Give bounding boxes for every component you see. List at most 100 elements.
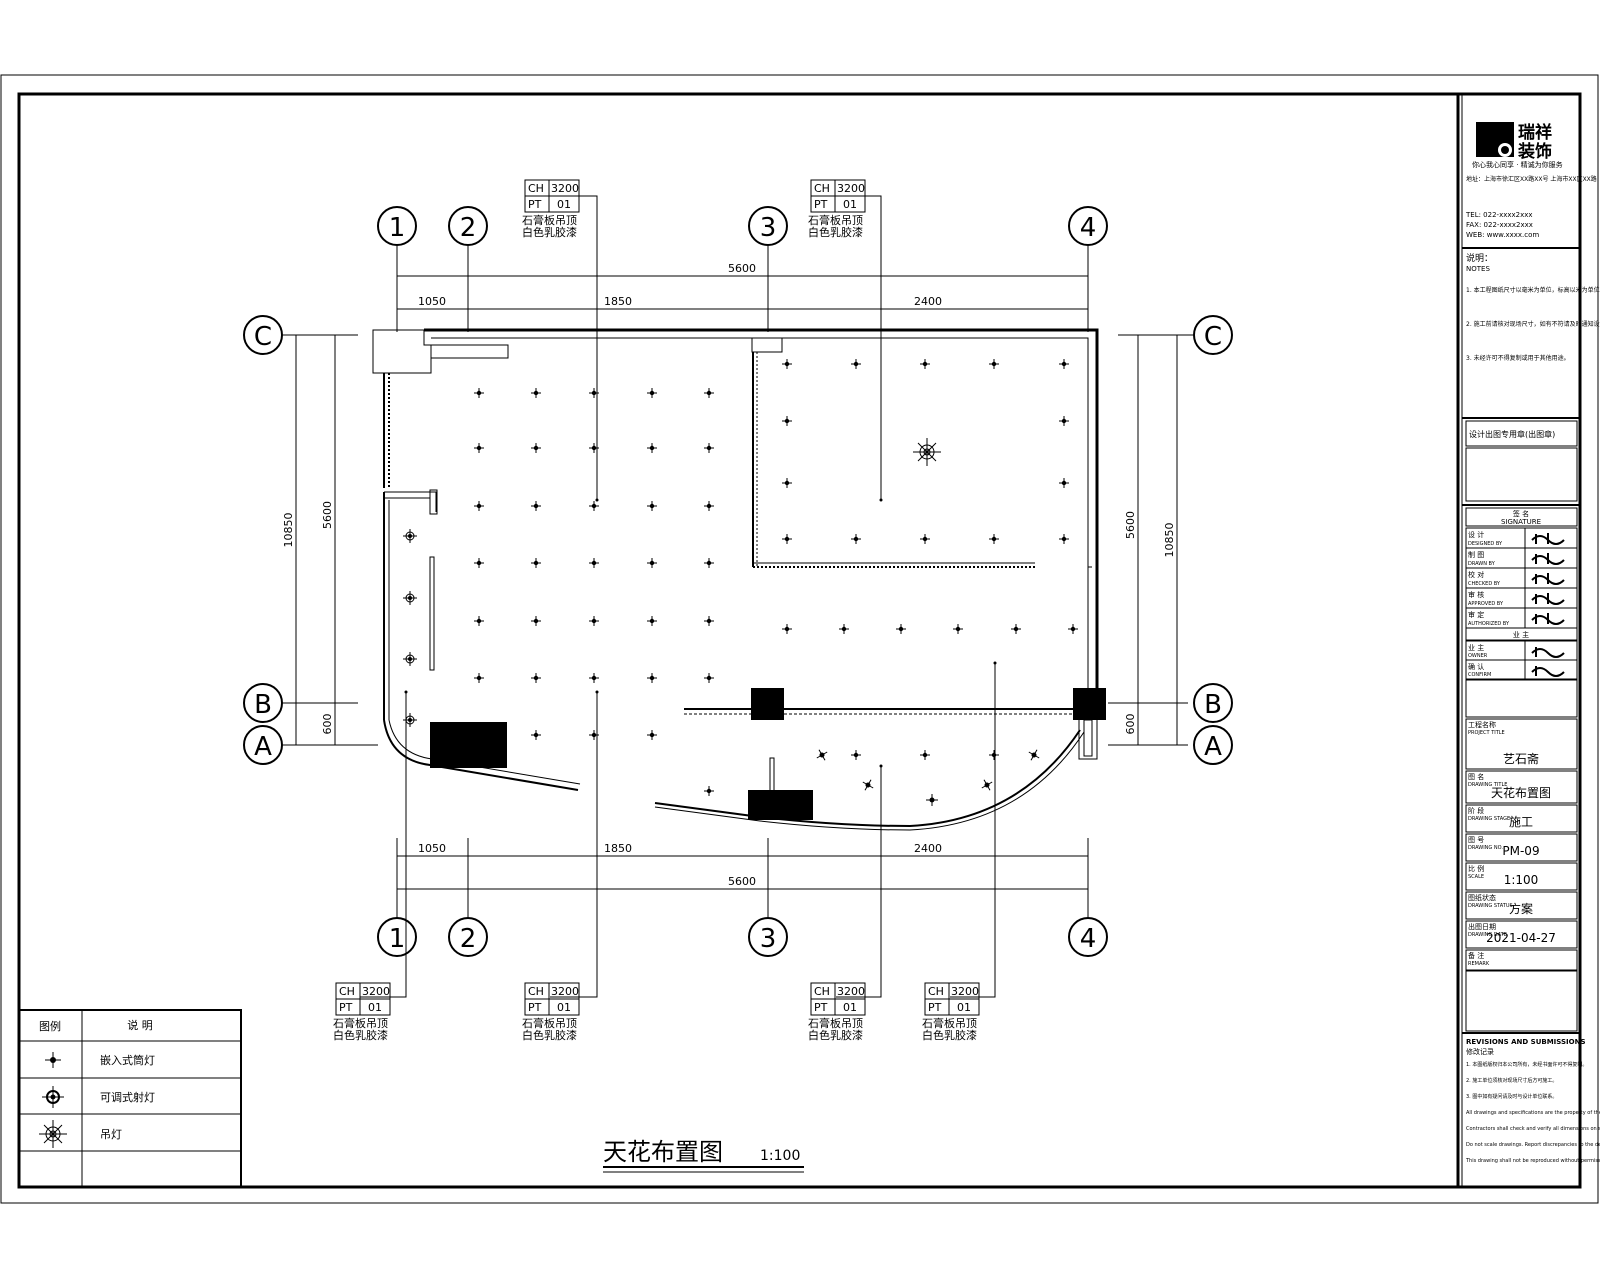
ceiling-tag-note-1: 石膏板吊顶 — [808, 213, 863, 227]
revision-line: All drawings and specifications are the … — [1466, 1110, 1600, 1116]
adjustable-spotlight-icon — [403, 713, 417, 727]
angled-spotlight-icon — [862, 779, 874, 791]
grid-bubble-bottom-3: 3 — [748, 917, 788, 957]
ceiling-tag-ch-label: CH — [928, 985, 944, 998]
owner-title: 业 主 — [1513, 630, 1529, 639]
grid-bubble-left-B: B — [243, 683, 283, 723]
right-dimensions: 5600 10850 600 — [1108, 334, 1188, 746]
ceiling-tag-ch-label: CH — [339, 985, 355, 998]
company-fax: FAX: 022-xxxx2xxx — [1466, 221, 1533, 229]
remark-box — [1465, 970, 1578, 1032]
recessed-downlight-icon — [531, 501, 541, 511]
legend-item-desc-2: 可调式射灯 — [100, 1090, 155, 1104]
solid-block-2 — [748, 790, 813, 820]
recessed-downlight-icon — [531, 558, 541, 568]
grid-bubble-top-2: 2 — [448, 206, 488, 246]
grid-bubble-right-C: C — [1193, 315, 1233, 355]
top-dimensions: 5600 1050 1850 2400 — [396, 262, 1089, 332]
ceiling-tag-note-2: 白色乳胶漆 — [808, 225, 863, 239]
legend-header-symbol: 图例 — [39, 1019, 61, 1033]
grid-bubble-left-A: A — [243, 725, 283, 765]
recessed-downlight-icon — [920, 359, 930, 369]
signature-icon — [1531, 573, 1565, 585]
solid-column-1 — [751, 688, 784, 720]
staff-role: 校 对 — [1468, 570, 1484, 579]
owner-role: 确 认 — [1468, 662, 1484, 671]
solid-block-1 — [430, 722, 507, 768]
right-inner-dim: 5600 — [1124, 511, 1137, 539]
recessed-downlight-icon — [704, 673, 714, 683]
date-value: 2021-04-27 — [1486, 931, 1556, 945]
recessed-downlight-icon — [989, 359, 999, 369]
staff-role: 制 图 — [1468, 550, 1484, 559]
svg-text:3: 3 — [760, 924, 777, 954]
date-sub: DRAWING DATE — [1468, 932, 1507, 938]
signature-icon — [1531, 613, 1565, 625]
revision-notes: 1. 本图纸版权归本公司所有，未经书面许可不得复制。2. 施工单位须核对现场尺寸… — [1465, 1061, 1600, 1164]
bottom-seg-1: 1050 — [418, 842, 446, 855]
svg-text:2: 2 — [460, 924, 477, 954]
staff-role-en: APPROVED BY — [1468, 601, 1504, 607]
ceiling-tag-note-2: 白色乳胶漆 — [522, 1028, 577, 1042]
signature-icon — [1531, 553, 1565, 565]
revisions-cn: 修改记录 — [1466, 1047, 1494, 1056]
revision-line: Contractors shall check and verify all d… — [1466, 1126, 1600, 1132]
status-title: 图纸状态 — [1468, 893, 1496, 902]
svg-text:A: A — [1204, 732, 1222, 762]
recessed-downlight-icon — [474, 616, 484, 626]
recessed-downlight-icon — [704, 786, 714, 796]
recessed-downlight-icon — [531, 730, 541, 740]
ceiling-tag-note-1: 石膏板吊顶 — [522, 213, 577, 227]
stage-sub: DRAWING STAGE — [1468, 816, 1510, 822]
recessed-downlight-icon — [782, 478, 792, 488]
recessed-downlight-icon — [647, 730, 657, 740]
curved-bottom-wall — [654, 729, 1081, 828]
signature-icon — [1531, 593, 1565, 605]
recessed-downlight-icon — [782, 534, 792, 544]
staff-sub: SIGNATURE — [1501, 518, 1541, 526]
company-tel: TEL: 022-xxxx2xxx — [1465, 211, 1533, 219]
ceiling-tag-note-1: 石膏板吊顶 — [333, 1016, 388, 1030]
staff-role-en: DESIGNED BY — [1468, 541, 1503, 547]
recessed-downlight-icon — [531, 616, 541, 626]
ceiling-tag-pt-value: 01 — [957, 1001, 971, 1014]
ceiling-tag-pt-label: PT — [528, 198, 542, 211]
legend-item-desc-3: 吊灯 — [100, 1128, 122, 1141]
ceiling-tag-ch-value: 3200 — [837, 182, 865, 195]
interior-partition — [429, 556, 435, 671]
recessed-downlight-icon — [589, 730, 599, 740]
solid-column-2 — [1073, 688, 1106, 720]
staff-role: 设 计 — [1468, 530, 1484, 539]
note-line: 3. 未经许可不得复制或用于其他用途。 — [1466, 354, 1570, 362]
signature-icon — [1531, 533, 1565, 545]
recessed-downlight-icon — [920, 750, 930, 760]
top-seg-3: 2400 — [914, 295, 942, 308]
recessed-downlight-icon — [920, 534, 930, 544]
note-line: 2. 施工前请核对现场尺寸，如有不符请及时通知设计师。 — [1466, 320, 1600, 328]
recessed-downlight-icon — [531, 443, 541, 453]
revisions-title: REVISIONS AND SUBMISSIONS — [1466, 1038, 1586, 1046]
left-small-dim: 600 — [321, 714, 334, 735]
recessed-downlight-icon — [1059, 359, 1069, 369]
staff-role-en: DRAWN BY — [1468, 561, 1496, 567]
recessed-downlight-icon — [589, 501, 599, 511]
recessed-downlight-icon — [474, 388, 484, 398]
staff-role: 审 定 — [1468, 610, 1484, 619]
svg-text:4: 4 — [1080, 213, 1097, 243]
grid-bubble-top-1: 1 — [377, 206, 417, 246]
grid-bubble-bottom-2: 2 — [448, 917, 488, 957]
grid-bubble-bottom-4: 4 — [1068, 917, 1108, 957]
grid-bubble-right-B: B — [1193, 683, 1233, 723]
ceiling-tag-ch-label: CH — [528, 985, 544, 998]
ceiling-tag-pt-label: PT — [814, 1001, 828, 1014]
svg-text:A: A — [254, 732, 272, 762]
svg-text:B: B — [254, 690, 272, 720]
signature-icon — [1531, 666, 1565, 677]
bottom-total-dim: 5600 — [728, 875, 756, 888]
top-and-right-wall — [424, 328, 1099, 705]
recessed-downlight-icon — [474, 501, 484, 511]
ceiling-tag-pt-value: 01 — [843, 198, 857, 211]
right-small-dim: 600 — [1124, 714, 1137, 735]
